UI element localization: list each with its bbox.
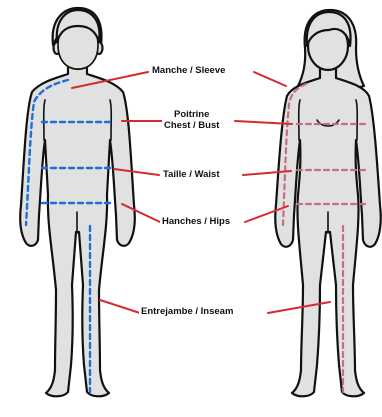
label-hips: Hanches / Hips [160, 216, 232, 227]
label-waist: Taille / Waist [161, 169, 222, 180]
label-inseam: Entrejambe / Inseam [139, 306, 235, 317]
label-chest-fr: Poitrine [164, 109, 219, 120]
leader-inseam-left [100, 300, 140, 313]
label-sleeve: Manche / Sleeve [150, 65, 227, 76]
leader-sleeve-right [254, 72, 286, 86]
label-chest-en: Chest / Bust [164, 120, 219, 131]
label-chest-block: Poitrine Chest / Bust [162, 109, 221, 131]
